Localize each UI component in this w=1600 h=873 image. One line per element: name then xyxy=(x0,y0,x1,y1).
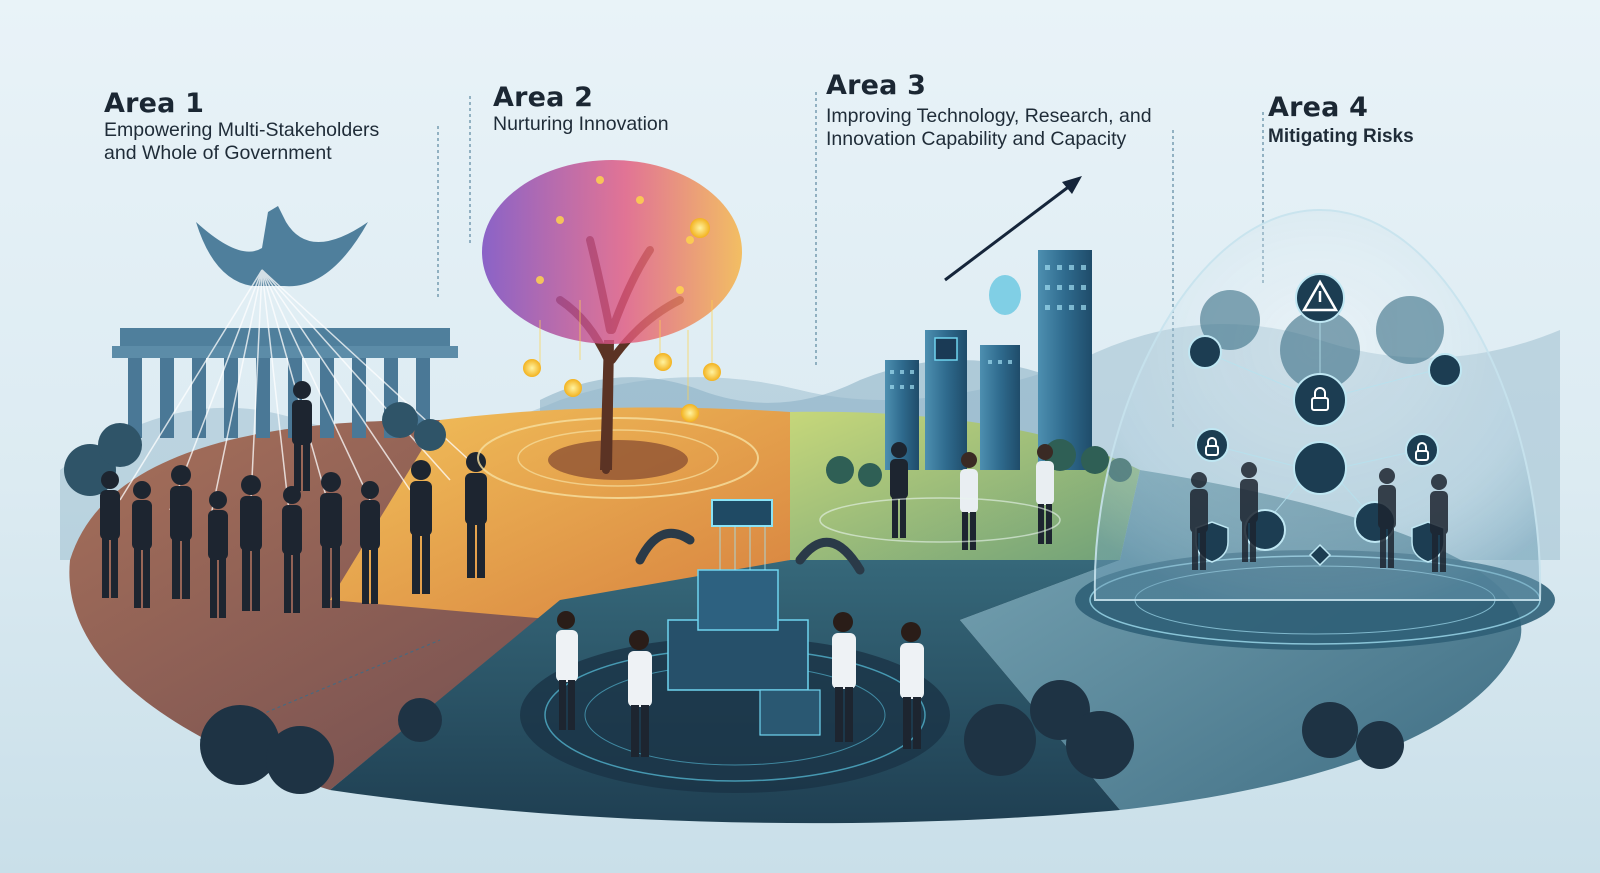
security-dome-icon xyxy=(1075,208,1555,650)
area4-title: Area 4 xyxy=(1268,92,1369,123)
brain-icon xyxy=(1188,335,1222,369)
lock-icon-large xyxy=(1293,373,1347,427)
foreground-bushes xyxy=(200,680,1404,794)
area3-subtitle-line2: Innovation Capability and Capacity xyxy=(826,128,1127,150)
area1-title: Area 1 xyxy=(104,88,205,119)
area3-subtitle-line1: Improving Technology, Research, and xyxy=(826,105,1152,127)
area3-label: Area 3 Improving Technology, Research, a… xyxy=(826,70,1152,151)
scientists xyxy=(556,611,924,757)
area2-subtitle: Nurturing Innovation xyxy=(493,113,669,136)
tech-towers xyxy=(819,250,1132,550)
area4-label: Area 4 Mitigating Risks xyxy=(1268,92,1414,148)
circuit-tree-icon xyxy=(477,160,759,499)
area1-subtitle-line1: Empowering Multi-Stakeholders xyxy=(104,119,380,141)
area1-label: Area 1 Empowering Multi-Stakeholders and… xyxy=(104,88,379,165)
crowd-silhouettes xyxy=(100,381,487,618)
mask-icon xyxy=(1428,353,1462,387)
area3-title: Area 3 xyxy=(826,70,927,101)
area1-subtitle: Empowering Multi-Stakeholders and Whole … xyxy=(104,119,379,165)
area3-subtitle: Improving Technology, Research, and Inno… xyxy=(826,105,1152,151)
area2-label: Area 2 Nurturing Innovation xyxy=(493,82,669,136)
government-building-icon xyxy=(112,206,481,521)
warning-icon xyxy=(1295,273,1345,323)
area2-title: Area 2 xyxy=(493,82,594,113)
area4-subtitle: Mitigating Risks xyxy=(1268,125,1414,148)
area4-subtitle-line1: Mitigating Risks xyxy=(1268,126,1414,147)
shield-gear-icon xyxy=(1293,441,1347,495)
lightbulb-icons xyxy=(523,218,721,422)
area2-subtitle-line1: Nurturing Innovation xyxy=(493,113,669,135)
area1-subtitle-line2: and Whole of Government xyxy=(104,142,332,164)
growth-arrow-icon xyxy=(944,176,1082,282)
